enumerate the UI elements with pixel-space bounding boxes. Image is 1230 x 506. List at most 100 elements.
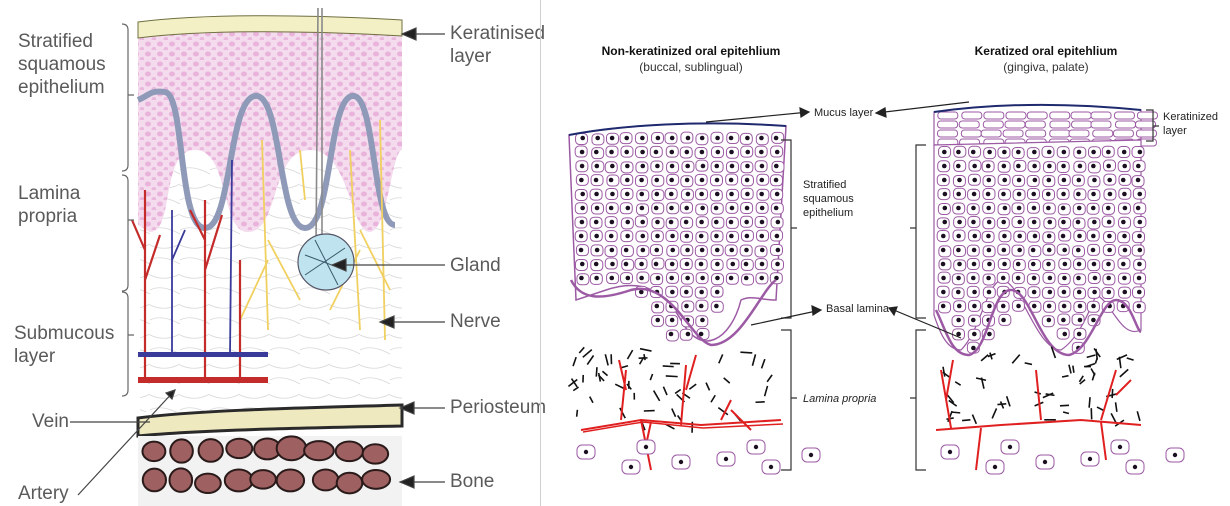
cell-nucleus (760, 178, 765, 183)
cell-nucleus (729, 136, 734, 141)
cell-nucleus (956, 192, 961, 197)
cell-nucleus (1122, 164, 1127, 169)
cell-nucleus (729, 248, 734, 253)
cell-nucleus (1076, 192, 1081, 197)
bone-trabecula (142, 442, 165, 461)
label-nerve: Nerve (450, 310, 501, 333)
cell-nucleus (715, 262, 720, 267)
cell-nucleus (941, 304, 946, 309)
cell-nucleus (957, 262, 962, 267)
capillaries-right (936, 360, 1141, 470)
cell-nucleus (1063, 262, 1068, 267)
cell-nucleus (715, 136, 720, 141)
collagen-fiber (587, 355, 593, 364)
cell-nucleus (1016, 304, 1021, 309)
cell-nucleus (1137, 248, 1142, 253)
cell-nucleus (701, 164, 706, 169)
cell-nucleus (699, 220, 704, 225)
cell-nucleus (1136, 206, 1141, 211)
label-basal-lamina: Basal lamina (826, 302, 889, 316)
cell-nucleus (1107, 290, 1112, 295)
cell-nucleus (640, 206, 645, 211)
collagen-fiber (706, 383, 709, 391)
cell-nucleus (971, 346, 976, 351)
cell-nucleus (670, 248, 675, 253)
cell-nucleus (1047, 318, 1052, 323)
cell-nucleus (1122, 276, 1127, 281)
cell-nucleus (579, 178, 584, 183)
keratin-cell (959, 121, 979, 128)
artery-vessel (138, 377, 268, 383)
label-stratified-squamous-epithelium: Stratified squamous epithelium (18, 30, 106, 99)
cell-nucleus (685, 164, 690, 169)
cell-nucleus (670, 150, 675, 155)
bone-trabecula (195, 474, 221, 493)
cell-nucleus (1091, 234, 1096, 239)
cell-nucleus (1077, 234, 1082, 239)
cell-nucleus (1031, 192, 1036, 197)
bone-trabecula (226, 439, 252, 458)
keratin-cell (938, 112, 958, 119)
cell-nucleus (1002, 178, 1007, 183)
cell-nucleus (729, 178, 734, 183)
keratin-cell (1006, 112, 1026, 119)
cell-nucleus (971, 150, 976, 155)
cell-nucleus (1061, 220, 1066, 225)
cell-nucleus (1122, 290, 1127, 295)
cell-nucleus (956, 276, 961, 281)
cell-nucleus (640, 234, 645, 239)
collagen-fiber (1120, 369, 1128, 376)
collagen-fiber (724, 378, 730, 383)
cell-nucleus (1043, 460, 1047, 464)
title-non-keratinized: Non-keratinized oral epitehlium (561, 44, 821, 58)
cell-nucleus (948, 450, 952, 454)
cell-nucleus (1106, 150, 1111, 155)
cell-nucleus (972, 192, 977, 197)
cell-nucleus (700, 248, 705, 253)
cell-nucleus (942, 220, 947, 225)
cell-nucleus (775, 192, 780, 197)
cell-nucleus (730, 164, 735, 169)
collagen-fiber (943, 367, 945, 377)
collagen-fiber (1087, 355, 1096, 357)
cell-nucleus (1077, 178, 1082, 183)
cell-nucleus (809, 453, 813, 457)
cell-nucleus (759, 192, 764, 197)
cell-nucleus (987, 332, 992, 337)
cell-nucleus (1122, 150, 1127, 155)
cell-nucleus (610, 220, 615, 225)
cell-nucleus (1076, 248, 1081, 253)
cell-nucleus (684, 220, 689, 225)
cell-nucleus (1032, 150, 1037, 155)
subtitle-non-keratinized: (buccal, sublingual) (561, 60, 821, 74)
cell-nucleus (685, 262, 690, 267)
collagen-fiber (1091, 369, 1095, 376)
cell-nucleus (1031, 248, 1036, 253)
collagen-fiber (627, 350, 632, 359)
cell-nucleus (956, 318, 961, 323)
collagen-fiber (590, 397, 593, 403)
cell-nucleus (1091, 164, 1096, 169)
cell-nucleus (669, 206, 674, 211)
keratin-cell (1027, 112, 1047, 119)
cell-nucleus (1032, 276, 1037, 281)
collagen-fiber (1007, 396, 1010, 406)
cell-nucleus (744, 262, 749, 267)
cell-nucleus (609, 178, 614, 183)
cell-nucleus (699, 290, 704, 295)
collagen-fiber (689, 384, 696, 389)
collagen-fiber (1137, 411, 1140, 421)
cell-nucleus (943, 192, 948, 197)
cell-nucleus (1048, 276, 1053, 281)
cell-nucleus (580, 164, 585, 169)
keratin-cell (961, 130, 981, 137)
collagen-fiber (1112, 389, 1113, 398)
cell-nucleus (685, 276, 690, 281)
cell-nucleus (1047, 248, 1052, 253)
cell-nucleus (986, 234, 991, 239)
cell-nucleus (760, 262, 765, 267)
cell-nucleus (1077, 262, 1082, 267)
cell-nucleus (729, 192, 734, 197)
cell-nucleus (656, 136, 661, 141)
cell-nucleus (1061, 192, 1066, 197)
